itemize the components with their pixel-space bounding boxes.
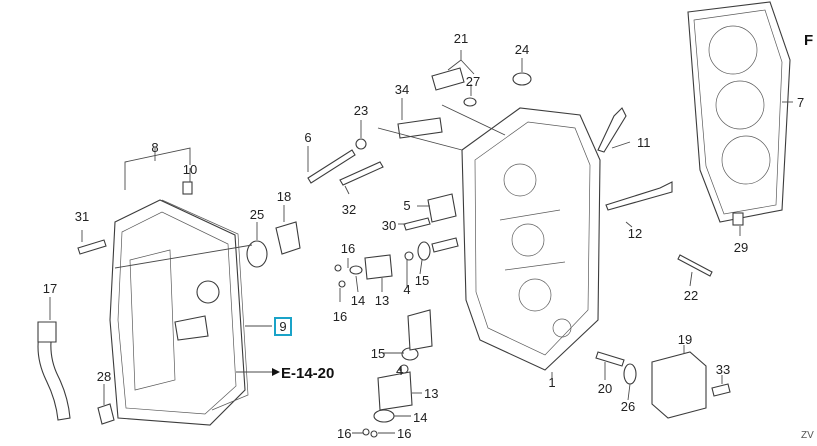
reference-arrow-icon [272, 368, 280, 376]
part-label-31[interactable]: 31 [74, 209, 90, 224]
dowel-pin [182, 181, 193, 195]
breather-hose [37, 329, 71, 421]
head-cover [109, 199, 246, 426]
frame-marker: F [804, 32, 814, 49]
part-label-4b[interactable]: 4 [396, 363, 404, 378]
part-label-26[interactable]: 26 [620, 399, 636, 414]
part-label-17[interactable]: 17 [42, 281, 58, 296]
bolt-20 [595, 351, 625, 367]
part-label-29[interactable]: 29 [733, 240, 749, 255]
part-label-23[interactable]: 23 [353, 103, 369, 118]
seal-4b [399, 364, 409, 374]
part-label-19[interactable]: 19 [677, 332, 693, 347]
valve-guide [407, 309, 433, 351]
guide-15a [417, 241, 431, 261]
dowel-29 [732, 212, 744, 226]
part-label-1[interactable]: 1 [548, 375, 556, 390]
pin-22 [677, 254, 713, 277]
keeper-b [338, 280, 346, 288]
part-label-15b[interactable]: 15 [370, 346, 386, 361]
part-label-34[interactable]: 34 [394, 82, 410, 97]
bolt-33 [711, 383, 731, 397]
part-label-8[interactable]: 8 [151, 140, 159, 155]
keeper-a [334, 264, 342, 272]
part-label-32[interactable]: 32 [341, 202, 357, 217]
part-label-30[interactable]: 30 [381, 218, 397, 233]
part-label-11[interactable]: 11 [637, 135, 651, 150]
part-label-28[interactable]: 28 [96, 369, 112, 384]
part-label-4a[interactable]: 4 [403, 282, 411, 297]
part-label-14a[interactable]: 14 [350, 293, 366, 308]
retainer-14b [373, 409, 395, 423]
spring-upper [364, 254, 393, 280]
clamp [97, 403, 115, 425]
bolt-6 [307, 149, 356, 184]
washer-27 [463, 97, 477, 107]
part-label-16b[interactable]: 16 [332, 309, 348, 324]
part-label-24[interactable]: 24 [514, 42, 530, 57]
part-label-7[interactable]: 7 [797, 95, 805, 110]
seal-4a [404, 251, 414, 261]
keeper-d [370, 430, 378, 438]
part-label-16a[interactable]: 16 [340, 241, 356, 256]
tappet [431, 237, 459, 253]
retainer-14a [349, 265, 363, 275]
bolt-30 [403, 217, 431, 231]
o-ring [246, 240, 268, 268]
drawing-code: ZV [801, 430, 814, 441]
temp-sensor [431, 67, 465, 91]
part-label-20[interactable]: 20 [597, 381, 613, 396]
plug-24 [512, 72, 532, 86]
part-label-27[interactable]: 27 [465, 74, 481, 89]
valve-12 [605, 181, 673, 211]
bolt-31 [77, 239, 107, 255]
washer-23 [355, 138, 367, 150]
part-label-12[interactable]: 12 [627, 226, 643, 241]
part-label-18[interactable]: 18 [276, 189, 292, 204]
highlighted-part-label[interactable]: 9 [274, 317, 292, 336]
part-label-16c[interactable]: 16 [337, 426, 352, 441]
filler-cap [275, 221, 301, 255]
cylinder-head [461, 107, 601, 371]
gasket-26 [623, 363, 637, 385]
spring-lower [377, 371, 413, 411]
fuel-pump [651, 351, 707, 419]
valve-11 [597, 107, 627, 153]
part-label-16d[interactable]: 16 [397, 426, 412, 441]
part-label-14b[interactable]: 14 [413, 410, 428, 425]
part-label-33[interactable]: 33 [715, 362, 731, 377]
reference-link[interactable]: E-14-20 [281, 365, 335, 382]
part-label-25[interactable]: 25 [249, 207, 265, 222]
part-label-13b[interactable]: 13 [424, 386, 439, 401]
part-label-21[interactable]: 21 [453, 31, 469, 46]
hose-end [37, 321, 57, 343]
head-gasket [687, 1, 791, 223]
keeper-c [362, 428, 370, 436]
part-label-22[interactable]: 22 [683, 288, 699, 303]
part-label-13a[interactable]: 13 [374, 293, 390, 308]
bolt-32 [339, 161, 384, 186]
part-label-15a[interactable]: 15 [414, 273, 430, 288]
part-label-6[interactable]: 6 [304, 130, 312, 145]
bracket-5 [427, 193, 457, 223]
part-label-5[interactable]: 5 [403, 198, 411, 213]
part-label-10[interactable]: 10 [182, 162, 198, 177]
cover-gasket [161, 199, 249, 411]
leader-lines [49, 50, 793, 434]
